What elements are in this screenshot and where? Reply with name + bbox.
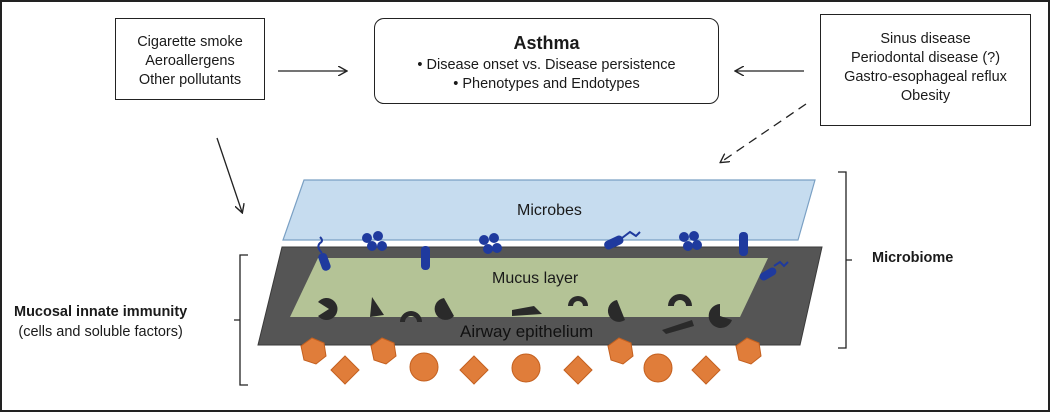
microbiome-label: Microbiome (872, 250, 954, 266)
comorbidity-4: Obesity (900, 88, 951, 104)
microbiome-bracket (838, 171, 852, 349)
microbe-cluster-3 (679, 231, 702, 251)
microbe-rod-1 (421, 246, 430, 270)
asthma-box: Asthma • Disease onset vs. Disease persi… (374, 18, 719, 104)
environmental-factors-box: Cigarette smoke Aeroallergens Other poll… (115, 18, 265, 100)
soluble-factors (318, 294, 732, 334)
dashed-arrow-comorbidities-to-mucosa (721, 103, 807, 162)
asthma-bullet-1: • Disease onset vs. Disease persistence (417, 57, 676, 73)
env-factor-2: Aeroallergens (145, 53, 235, 69)
microbe-rod-2 (739, 232, 748, 256)
immunity-title: Mucosal innate immunity (14, 304, 188, 320)
flagellated-microbe-2 (604, 230, 641, 250)
env-factor-1: Cigarette smoke (137, 34, 243, 50)
asthma-bullet-2: • Phenotypes and Endotypes (453, 76, 640, 92)
mucus-layer-label: Mucus layer (492, 270, 579, 287)
flagellated-microbe-1 (317, 236, 331, 271)
comorbidity-1: Sinus disease (880, 31, 971, 47)
microbe-cluster-1 (362, 231, 387, 251)
flagellated-microbe-3 (759, 260, 789, 281)
mucus-layer (290, 258, 768, 317)
immunity-bracket (234, 254, 248, 386)
microbe-cluster-2 (479, 233, 502, 254)
env-factor-3: Other pollutants (138, 72, 242, 88)
mucosal-immunity-label: Mucosal innate immunity (cells and solub… (14, 302, 187, 342)
asthma-title: Asthma (513, 33, 580, 53)
comorbidity-3: Gastro-esophageal reflux (844, 69, 1007, 85)
immune-cells (300, 337, 762, 385)
airway-epithelium-label: Airway epithelium (460, 322, 594, 341)
comorbidity-2: Periodontal disease (?) (850, 50, 1001, 66)
microbes-label: Microbes (517, 202, 582, 219)
microbes-layer (282, 179, 816, 241)
arrow-environment-to-mucosa (216, 137, 242, 212)
comorbidities-box: Sinus disease Periodontal disease (?) Ga… (820, 14, 1031, 126)
immunity-subtitle: (cells and soluble factors) (18, 324, 183, 340)
